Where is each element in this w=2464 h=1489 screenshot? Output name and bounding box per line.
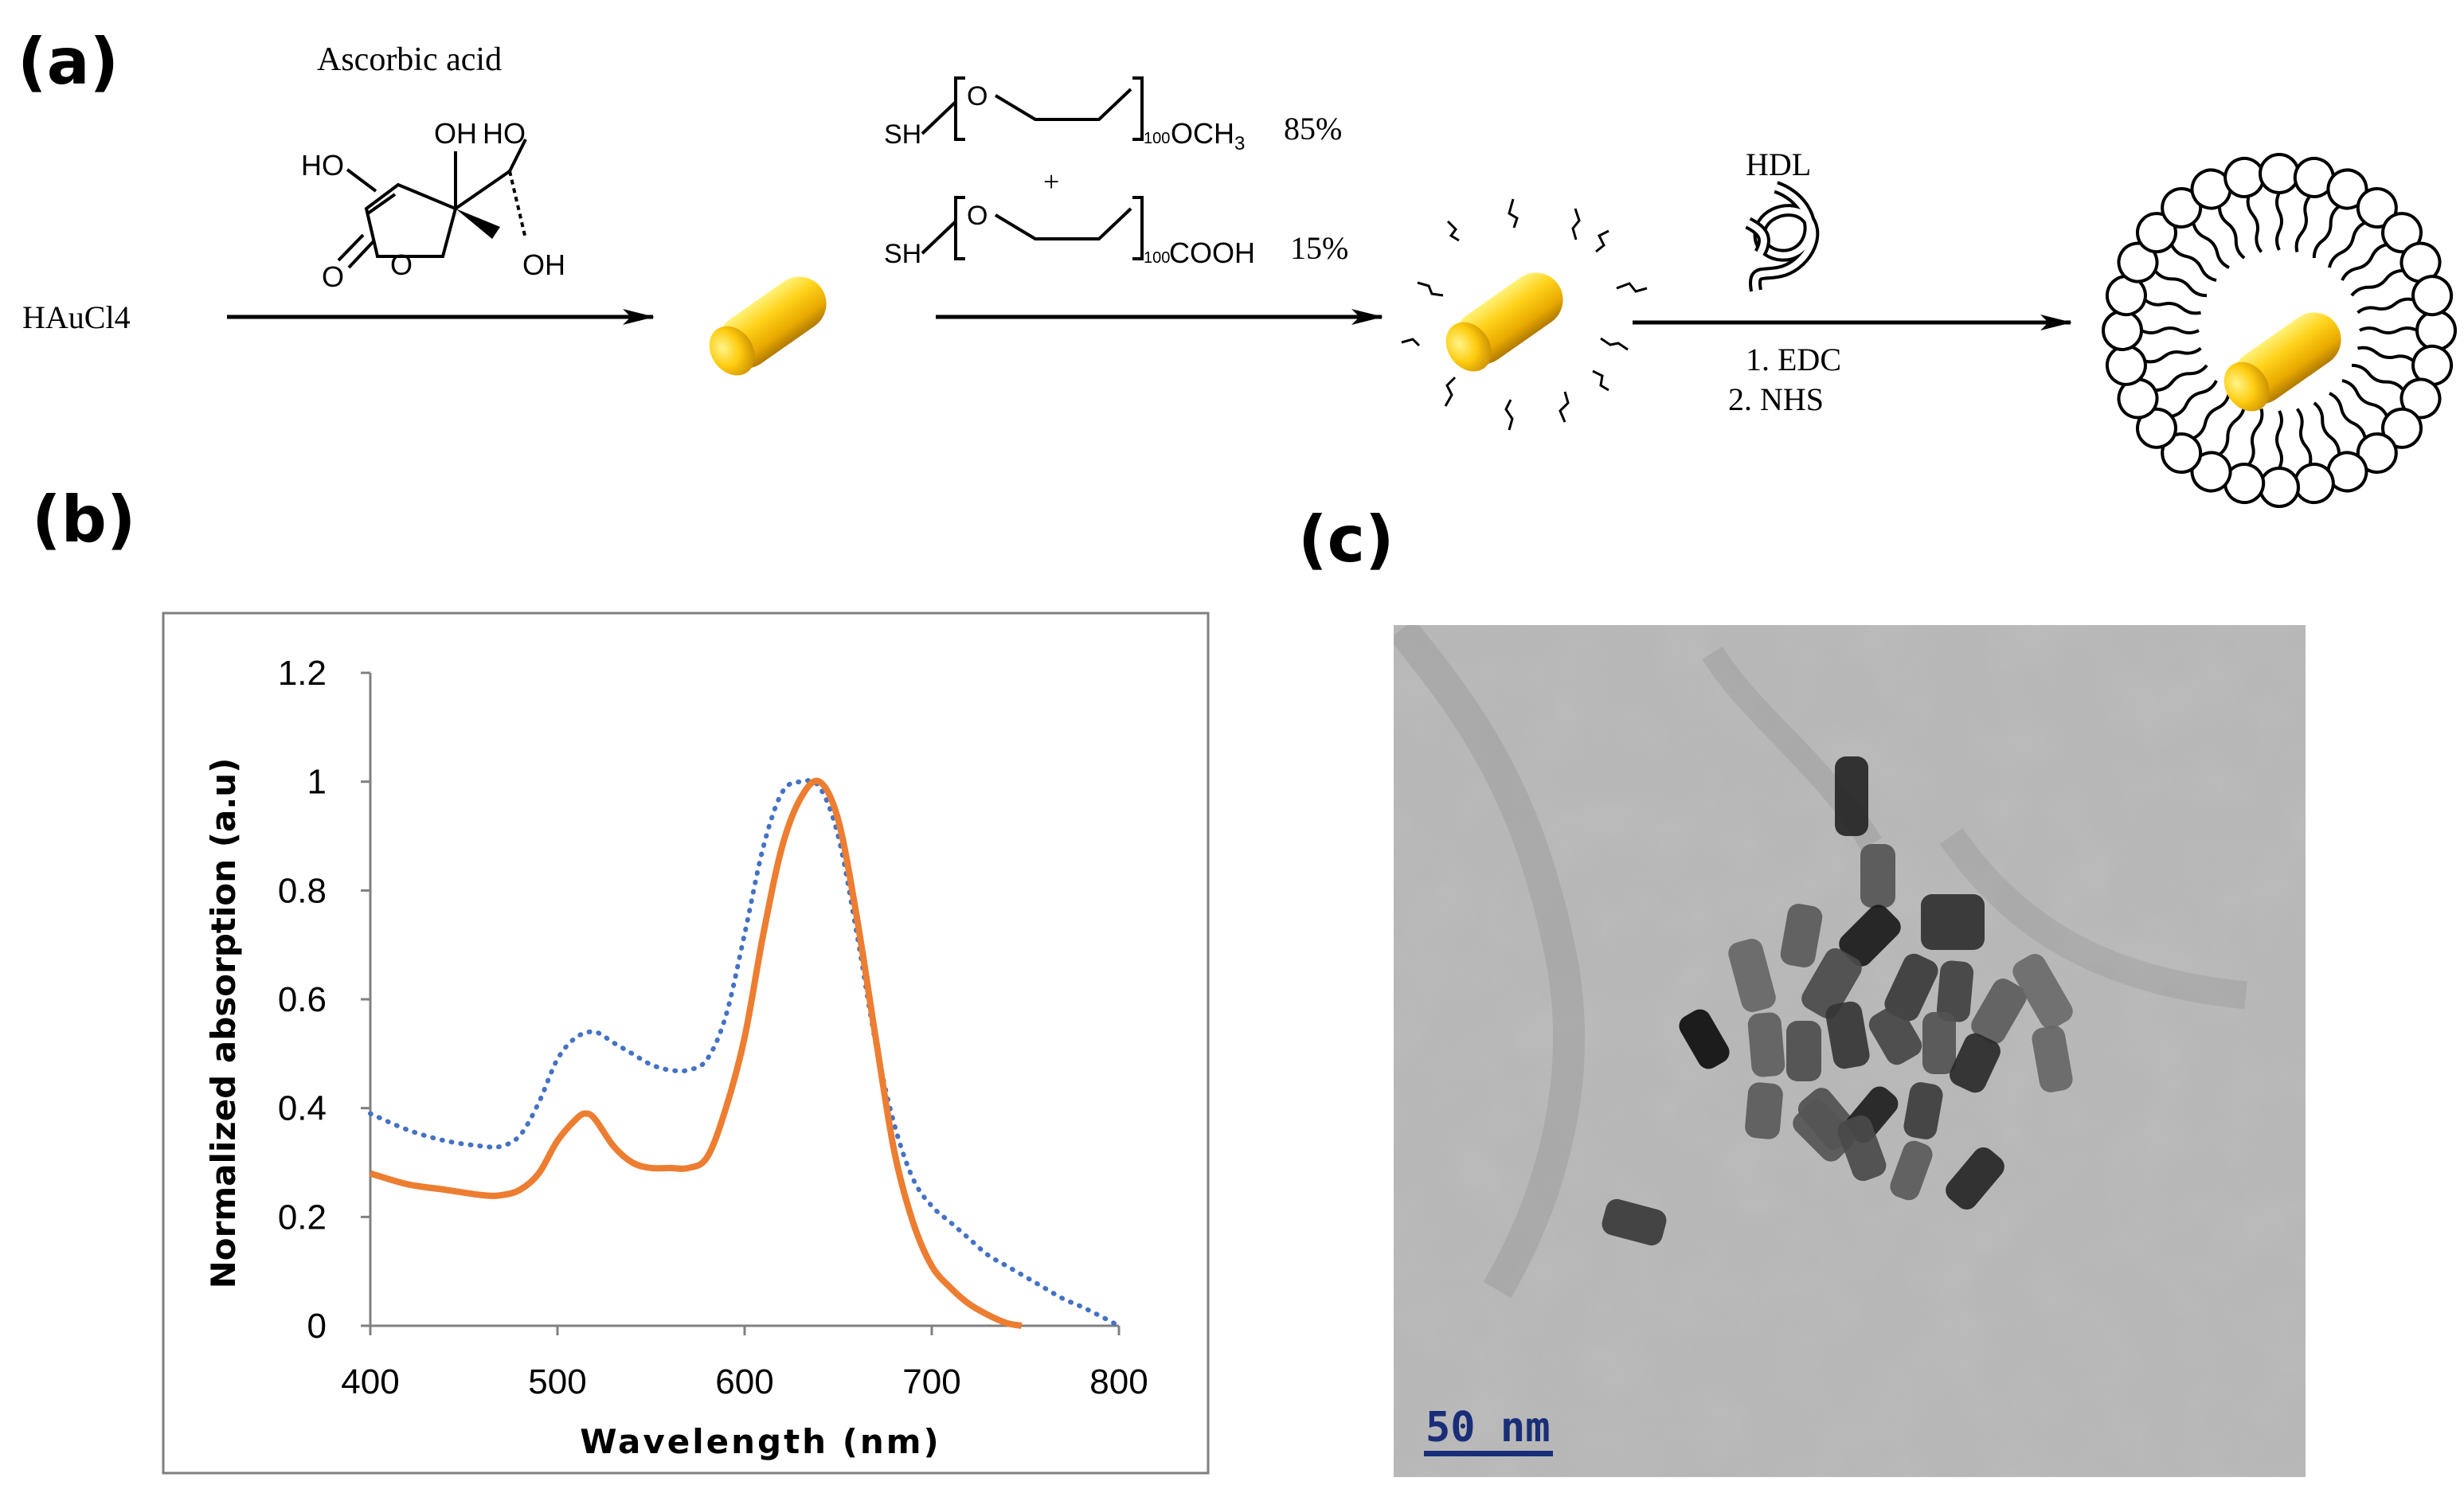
y-tick-label: 0 xyxy=(307,1307,327,1346)
tem-nanorod xyxy=(1839,905,1901,967)
atom-ho-left: HO xyxy=(301,149,344,182)
atom-oh-top: OH xyxy=(434,117,477,150)
tem-nanorods xyxy=(1602,756,2073,1246)
condition-nhs: 2. NHS xyxy=(1728,381,1824,417)
hdl-coated-nanorod xyxy=(2102,153,2457,508)
tem-nanorod xyxy=(1946,1147,2004,1210)
tem-nanorod xyxy=(1860,844,1895,908)
peg-plus: + xyxy=(1043,166,1059,197)
x-axis-title: Wavelength (nm) xyxy=(580,1422,941,1461)
tem-nanorod xyxy=(1679,1009,1730,1069)
panel-a-label: (a) xyxy=(18,25,119,99)
peg-och3-structure: SH O 100 OCH3 85% xyxy=(884,76,1342,154)
reactant-label: HAuCl4 xyxy=(22,299,131,335)
tem-nanorod xyxy=(1922,1012,1956,1074)
atom-oh-bottom: OH xyxy=(522,248,565,281)
lipid-molecule xyxy=(2259,409,2300,508)
tem-nanorod xyxy=(2032,1026,2073,1092)
gold-nanorod-core xyxy=(2214,302,2352,421)
atom-o-carbonyl: O xyxy=(322,260,344,293)
y-axis-title: Normalized absorption (a.u) xyxy=(204,758,243,1289)
tem-nanorod xyxy=(1868,1005,1922,1065)
chart-frame xyxy=(162,612,1210,1475)
y-tick-label: 0.6 xyxy=(278,980,327,1019)
tem-nanorod xyxy=(1745,1082,1783,1139)
peg2-end: COOH xyxy=(1169,236,1255,269)
pegylated-nanorod xyxy=(1401,198,1648,431)
y-tick-label: 0.2 xyxy=(278,1198,327,1237)
x-tick-label: 600 xyxy=(715,1362,773,1401)
x-tick-label: 400 xyxy=(341,1362,399,1401)
lipid-molecule xyxy=(2358,310,2457,351)
peg2-o: O xyxy=(967,201,988,231)
peg2-percent: 15% xyxy=(1290,230,1348,266)
peg1-n: 100 xyxy=(1144,130,1170,147)
series-line-solid xyxy=(369,777,1023,1329)
x-tick-label: 700 xyxy=(902,1362,960,1401)
tem-nanorod xyxy=(2012,953,2073,1030)
tem-nanorod xyxy=(1728,938,1776,1013)
y-tick-label: 0.4 xyxy=(278,1089,327,1128)
series-line-dotted xyxy=(368,778,1121,1328)
tem-nanorod xyxy=(1890,1140,1933,1201)
peg-cooh-structure: SH O 100 COOH 15% xyxy=(884,196,1348,269)
atom-o-ring: O xyxy=(390,248,413,281)
tem-nanorod xyxy=(1903,1082,1943,1139)
lipid-molecule xyxy=(2102,310,2200,351)
panel-c: (c) 50 nm xyxy=(1298,502,2306,1477)
y-tick-label: 1.2 xyxy=(278,654,327,693)
absorption-chart: 400 500 600 700 800 0 0.2 0.4 0.6 0.8 1 1.2Waveleng… xyxy=(204,654,1148,1461)
gold-nanorod-bare xyxy=(699,266,837,385)
tem-nanorod xyxy=(1884,953,1938,1022)
hdl-protein-coil-icon xyxy=(1745,181,1820,292)
y-tick-label: 1 xyxy=(307,763,327,802)
scale-bar xyxy=(1424,1451,1553,1456)
tem-nanorod xyxy=(1835,756,1868,836)
tem-nanorod xyxy=(1793,1100,1855,1162)
lipid-molecule xyxy=(2259,153,2300,252)
peg1-percent: 85% xyxy=(1284,111,1342,147)
x-tick-label: 500 xyxy=(528,1362,586,1401)
x-tick-label: 800 xyxy=(1089,1362,1148,1401)
tem-nanorod xyxy=(1602,1198,1667,1246)
atom-ho-top: HO xyxy=(483,117,526,150)
tem-nanorod xyxy=(1921,894,1985,950)
panel-a: (a) HAuCl4 Ascorbic acid HO OH HO O O OH xyxy=(18,25,2457,508)
peg1-end: OCH3 xyxy=(1171,117,1245,154)
tem-nanorod xyxy=(1971,978,2027,1045)
panel-b-label: (b) xyxy=(32,483,135,557)
tem-nanorod xyxy=(1950,1033,2001,1093)
condition-edc: 1. EDC xyxy=(1746,342,1841,377)
ascorbic-acid-label: Ascorbic acid xyxy=(317,41,502,78)
tem-nanorod xyxy=(1801,948,1862,1019)
panel-b: (b) 400 500 600 700 800 0 0.2 0.4 0.6 0.8 1 1.2Wave… xyxy=(32,483,1210,1475)
ascorbic-acid-structure: HO OH HO O O OH xyxy=(301,117,565,293)
peg1-sh: SH xyxy=(884,119,921,150)
tem-micrograph: 50 nm xyxy=(1394,625,2306,1477)
tem-nanorod xyxy=(1780,903,1823,968)
peg2-n: 100 xyxy=(1144,249,1170,267)
tem-nanorod xyxy=(1747,1012,1785,1077)
peg2-sh: SH xyxy=(884,239,921,269)
peg1-o: O xyxy=(967,81,988,111)
tem-nanorod xyxy=(1936,960,1974,1022)
y-tick-label: 0.8 xyxy=(278,871,327,910)
tem-nanorod xyxy=(1825,1001,1870,1069)
hdl-label: HDL xyxy=(1746,147,1811,182)
tem-nanorod xyxy=(1786,1021,1821,1081)
scale-bar-label: 50 nm xyxy=(1426,1404,1551,1452)
panel-c-label: (c) xyxy=(1298,502,1394,576)
tem-nanorod xyxy=(1837,1115,1887,1182)
